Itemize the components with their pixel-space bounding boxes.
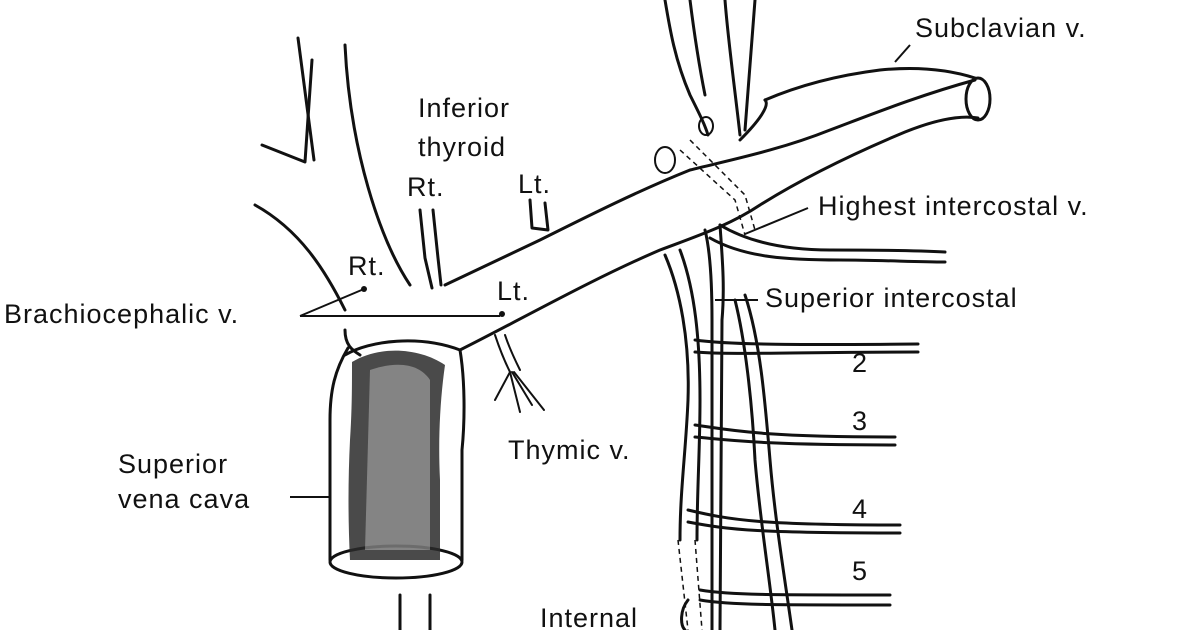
intercostal-3-lower [693, 435, 897, 447]
superior-vena-cava [328, 339, 466, 630]
intercostal-2-upper [693, 338, 920, 347]
internal-label: Internal [540, 603, 638, 630]
thymic-vein [494, 334, 545, 413]
inferior-label: Inferior [418, 93, 510, 123]
right-inferior-thyroid-vein-edge [431, 208, 443, 287]
left-jugular-edge-2 [688, 0, 707, 97]
intercostal-4-lower [686, 520, 902, 535]
left-jugular-vessels [654, 0, 757, 236]
intercostal-number-4: 4 [852, 494, 867, 524]
text-labels: Subclavian v. Inferior thyroid Rt. Lt. H… [4, 13, 1089, 630]
intercostal-number-5: 5 [852, 556, 867, 586]
thymic-branch-edge [504, 334, 521, 371]
posterior-intercostal-veins [686, 338, 920, 607]
right-brachio-lower-edge [343, 328, 362, 357]
highest-intercostal-upper [718, 223, 947, 254]
right-subclavian-upper-edge [253, 203, 347, 312]
subclavian-junction [738, 98, 768, 142]
rt-thyroid-label: Rt. [407, 172, 445, 202]
superior-intercostal-label: Superior intercostal [765, 283, 1018, 313]
dashed-duct-1 [679, 149, 746, 236]
highest-intercostal-vessel [708, 223, 947, 264]
sup-intercostal-edge-2 [718, 223, 725, 630]
svc-interior-shading [348, 350, 445, 560]
thoracic-duct-loop [654, 146, 676, 174]
sup-intercostal-edge-1 [703, 228, 714, 630]
left-brachio-lower-edge [458, 115, 980, 352]
thymic-branch-4 [513, 371, 545, 411]
thymic-label: Thymic v. [508, 435, 631, 465]
superior-label: Superior [118, 449, 228, 479]
brachiocephalic-label: Brachiocephalic v. [4, 299, 239, 329]
svc-interior-highlight [365, 364, 430, 550]
left-jugular-edge-3 [723, 0, 742, 137]
subclavian-leader [894, 44, 911, 63]
left-jugular-edge-4 [743, 0, 757, 132]
subclavian-cut-end [964, 76, 992, 122]
right-jugular-tributary [296, 36, 316, 162]
chain-dashed-2 [694, 539, 703, 630]
internal-vessel-curve [680, 598, 690, 630]
chain-edge-6 [678, 248, 702, 542]
left-brachio-upper-edge [443, 78, 977, 287]
highest-intercostal-leader [744, 207, 809, 235]
thymic-branch-2 [509, 371, 521, 413]
svc-lower-continuation [398, 593, 432, 630]
svc-left-edge [328, 346, 350, 562]
highest-intercostal-label: Highest intercostal v. [818, 191, 1089, 221]
lt-brachio-label: Lt. [497, 276, 530, 306]
highest-intercostal-lower [708, 236, 947, 264]
intercostal-number-2: 2 [852, 348, 867, 378]
brachio-lt-dot [499, 311, 505, 317]
subclavian-label: Subclavian v. [915, 13, 1087, 43]
chain-edge-5 [663, 253, 690, 542]
leader-lines [290, 44, 911, 498]
intercostal-number-3: 3 [852, 406, 867, 436]
subclavian-upper-contour [763, 66, 977, 102]
chain-dashed-1 [677, 539, 689, 630]
thyroid-label: thyroid [418, 132, 506, 162]
vena-cava-label: vena cava [118, 484, 250, 514]
right-internal-jugular-edge [343, 43, 412, 287]
left-jugular-edge-1 [663, 0, 710, 137]
rt-brachio-label: Rt. [348, 251, 386, 281]
right-upper-vein-branch [260, 58, 314, 164]
left-brachiocephalic-vein [443, 66, 992, 352]
intercostal-3-upper [693, 423, 897, 439]
brachio-rt-leader [299, 288, 365, 317]
right-side-vessels [253, 36, 443, 357]
left-inferior-thyroid-vein [528, 198, 550, 232]
intercostal-5-lower [698, 598, 892, 607]
brachio-rt-dot [361, 286, 367, 292]
svc-right-edge [458, 348, 466, 562]
thymic-branch-3 [511, 371, 533, 406]
intercostal-2-lower [693, 350, 920, 355]
lt-thyroid-label: Lt. [518, 169, 551, 199]
dashed-duct-2 [689, 139, 756, 231]
intercostal-4-upper [686, 508, 902, 527]
small-vessel-loop [698, 116, 714, 136]
intercostal-5-upper [698, 588, 892, 597]
right-inferior-thyroid-vein [418, 208, 434, 290]
svc-top-edge [343, 339, 462, 357]
